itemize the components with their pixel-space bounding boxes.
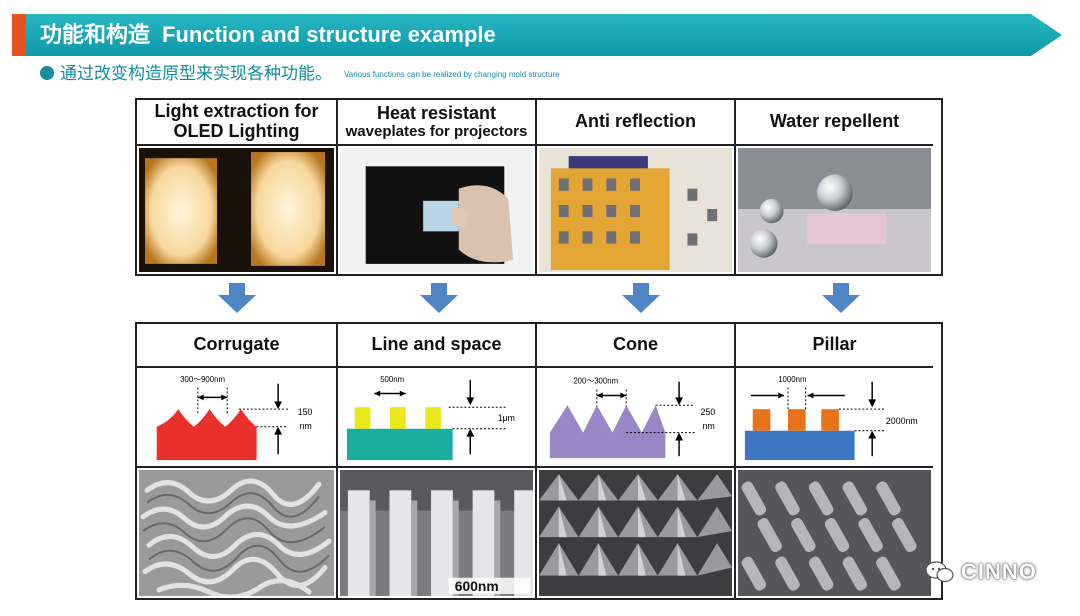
height-label: 250 (701, 407, 716, 417)
down-arrow-icon (622, 283, 660, 313)
wechat-icon (925, 561, 954, 583)
width-label: 300～900nm (180, 375, 225, 384)
linespace-sem-image: 600nm (336, 468, 535, 598)
structure-header-corrugate: Corrugate (137, 324, 336, 368)
down-arrow-icon (218, 283, 256, 313)
width-label: 1000nm (778, 375, 806, 384)
height-label: 150 (298, 407, 313, 417)
function-header-line1: Anti reflection (574, 111, 696, 132)
function-header-antireflection: Anti reflection (535, 100, 734, 146)
pillar-sem-image (734, 468, 933, 598)
structure-header-pillar: Pillar (734, 324, 933, 368)
structure-header-cone: Cone (535, 324, 734, 368)
structures-panel: Corrugate Line and space Cone Pillar 300… (135, 322, 943, 600)
sem-scale-label: 600nm (455, 578, 499, 594)
subtitle-cn: 通过改变构造原型来实现各种功能。 (60, 64, 332, 83)
cinno-logo: CINNO (925, 558, 1037, 586)
function-header-line1: Water repellent (769, 111, 900, 132)
structure-header-linespace: Line and space (336, 324, 535, 368)
function-header-waterrepellent: Water repellent (734, 100, 933, 146)
subtitle: 通过改变构造原型来实现各种功能。 Various functions can be… (40, 62, 560, 86)
logo-text: CINNO (961, 559, 1037, 584)
page-title-en: Function and structure example (162, 22, 496, 47)
cone-sem-image (535, 468, 734, 598)
corrugate-sem-image (137, 468, 336, 598)
down-arrow-icon (822, 283, 860, 313)
height-label: 2000nm (886, 416, 918, 426)
title-banner: 功能和构造 Function and structure example (12, 14, 1062, 56)
function-header-line1: Heat resistant (376, 102, 497, 123)
height-unit: nm (300, 421, 312, 431)
function-header-line2: waveplates for projectors (345, 122, 528, 140)
banner-accent (12, 14, 26, 56)
down-arrow-icon (420, 283, 458, 313)
linespace-diagram: 500nm 1μm (336, 368, 535, 468)
height-label: 1μm (498, 413, 515, 423)
height-unit: nm (703, 421, 715, 431)
page-title: 功能和构造 Function and structure example (40, 14, 496, 56)
pillar-diagram: 1000nm 2000nm (734, 368, 933, 468)
width-label: 200～300nm (573, 377, 618, 386)
cone-diagram: 200～300nm 250 nm (535, 368, 734, 468)
banner-bar (26, 14, 1062, 56)
page-title-cn: 功能和构造 (40, 22, 151, 47)
function-header-line1: Light extraction for (154, 101, 319, 122)
corrugate-diagram: 300～900nm 150 nm (137, 368, 336, 468)
bullet-icon (40, 66, 54, 80)
subtitle-en: Various functions can be realized by cha… (344, 70, 560, 79)
waterrepellent-photo (734, 146, 933, 274)
width-label: 500nm (380, 375, 404, 384)
waveplate-photo (336, 146, 535, 274)
oled-photo (137, 146, 336, 274)
function-header-line2: OLED Lighting (173, 121, 300, 141)
antireflection-photo (535, 146, 734, 274)
